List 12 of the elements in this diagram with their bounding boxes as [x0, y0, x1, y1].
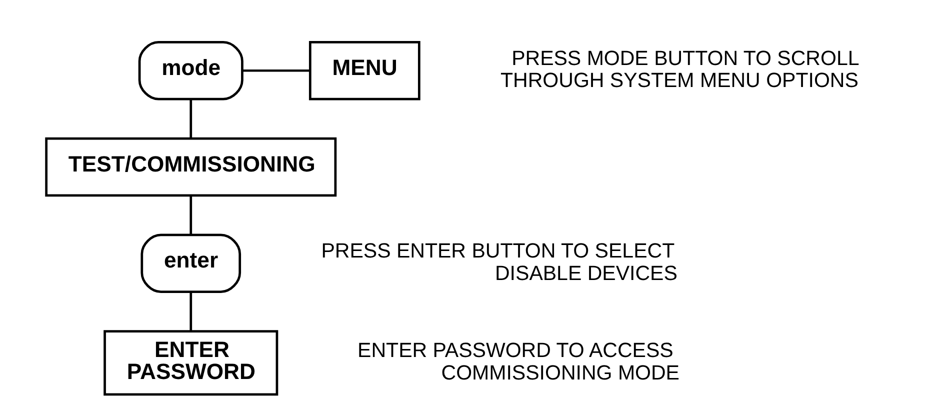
connector [189, 292, 192, 331]
node-box: mode [138, 41, 243, 100]
label: ENTER PASSWORD TO ACCESS COMMISSIONING MODE [357, 339, 679, 384]
connector [189, 196, 192, 235]
label: PRESS ENTER BUTTON TO SELECT DISABLE DEVICES [320, 240, 677, 285]
node-box: ENTER PASSWORD [103, 330, 278, 396]
node-box: MENU [308, 41, 420, 100]
node-box: TEST/COMMISSIONING [44, 137, 336, 197]
connector [242, 69, 310, 72]
node-box: enter [140, 234, 241, 293]
label: PRESS MODE BUTTON TO SCROLL THROUGH SYSTEM MENU OPTIONS [500, 46, 859, 92]
connector [189, 99, 192, 138]
